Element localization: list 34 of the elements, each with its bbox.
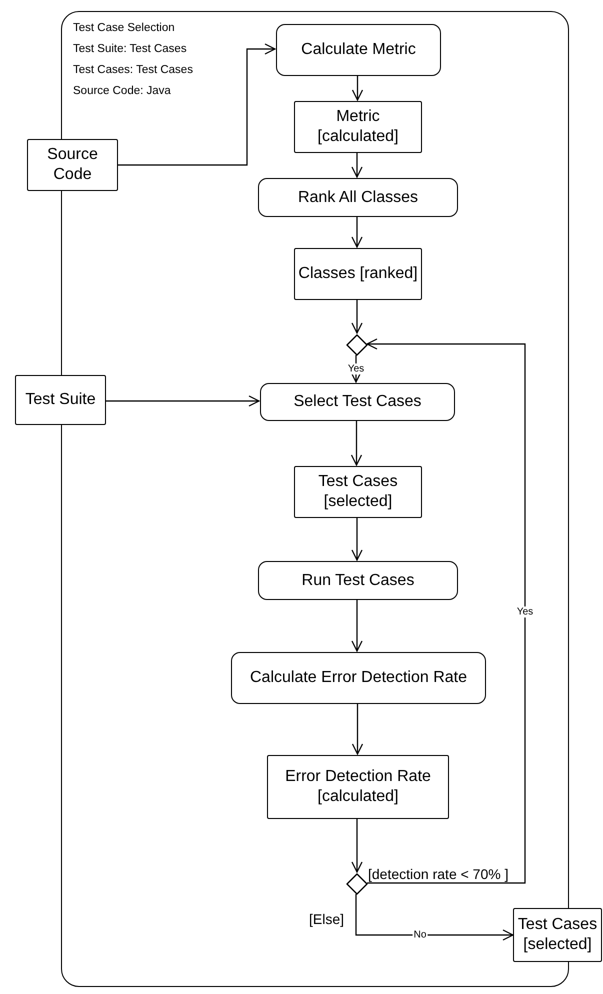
action-box: Rank All Classes [258, 178, 458, 217]
object-box: Source Code [27, 139, 118, 191]
edge-label: No [412, 930, 428, 940]
edge-label: Yes [516, 606, 534, 618]
object-box: Error Detection Rate [calculated] [267, 755, 449, 819]
arrow [351, 216, 363, 248]
arrow [351, 517, 363, 561]
arrow [352, 703, 364, 755]
action-box: Select Test Cases [260, 383, 455, 421]
arrow [351, 818, 363, 873]
guard-label: [Else] [309, 911, 344, 927]
frame-note: Source Code: Java [73, 84, 172, 98]
frame-note: Test Cases: Test Cases [73, 63, 193, 77]
arrow [351, 599, 363, 652]
arrow [352, 75, 364, 101]
object-box: Classes [ranked] [294, 248, 422, 300]
edge-label: Yes [346, 363, 366, 374]
frame-title: Test Case Selection [73, 21, 176, 35]
arrow [351, 152, 363, 178]
action-box: Calculate Error Detection Rate [231, 652, 486, 704]
arrow [366, 338, 526, 884]
arrow [118, 43, 276, 166]
object-box: Test Cases [selected] [513, 908, 602, 962]
guard-label: [detection rate < 70% ] [368, 866, 508, 882]
frame-note: Test Suite: Test Cases [73, 42, 188, 56]
arrow [351, 299, 363, 334]
object-box: Test Cases [selected] [294, 466, 422, 518]
arrow [355, 894, 514, 941]
arrow [350, 420, 362, 466]
arrow [106, 395, 260, 407]
action-box: Run Test Cases [258, 561, 458, 600]
object-box: Metric [calculated] [294, 101, 422, 153]
action-box: Calculate Metric [276, 24, 441, 76]
object-box: Test Suite [15, 375, 106, 425]
